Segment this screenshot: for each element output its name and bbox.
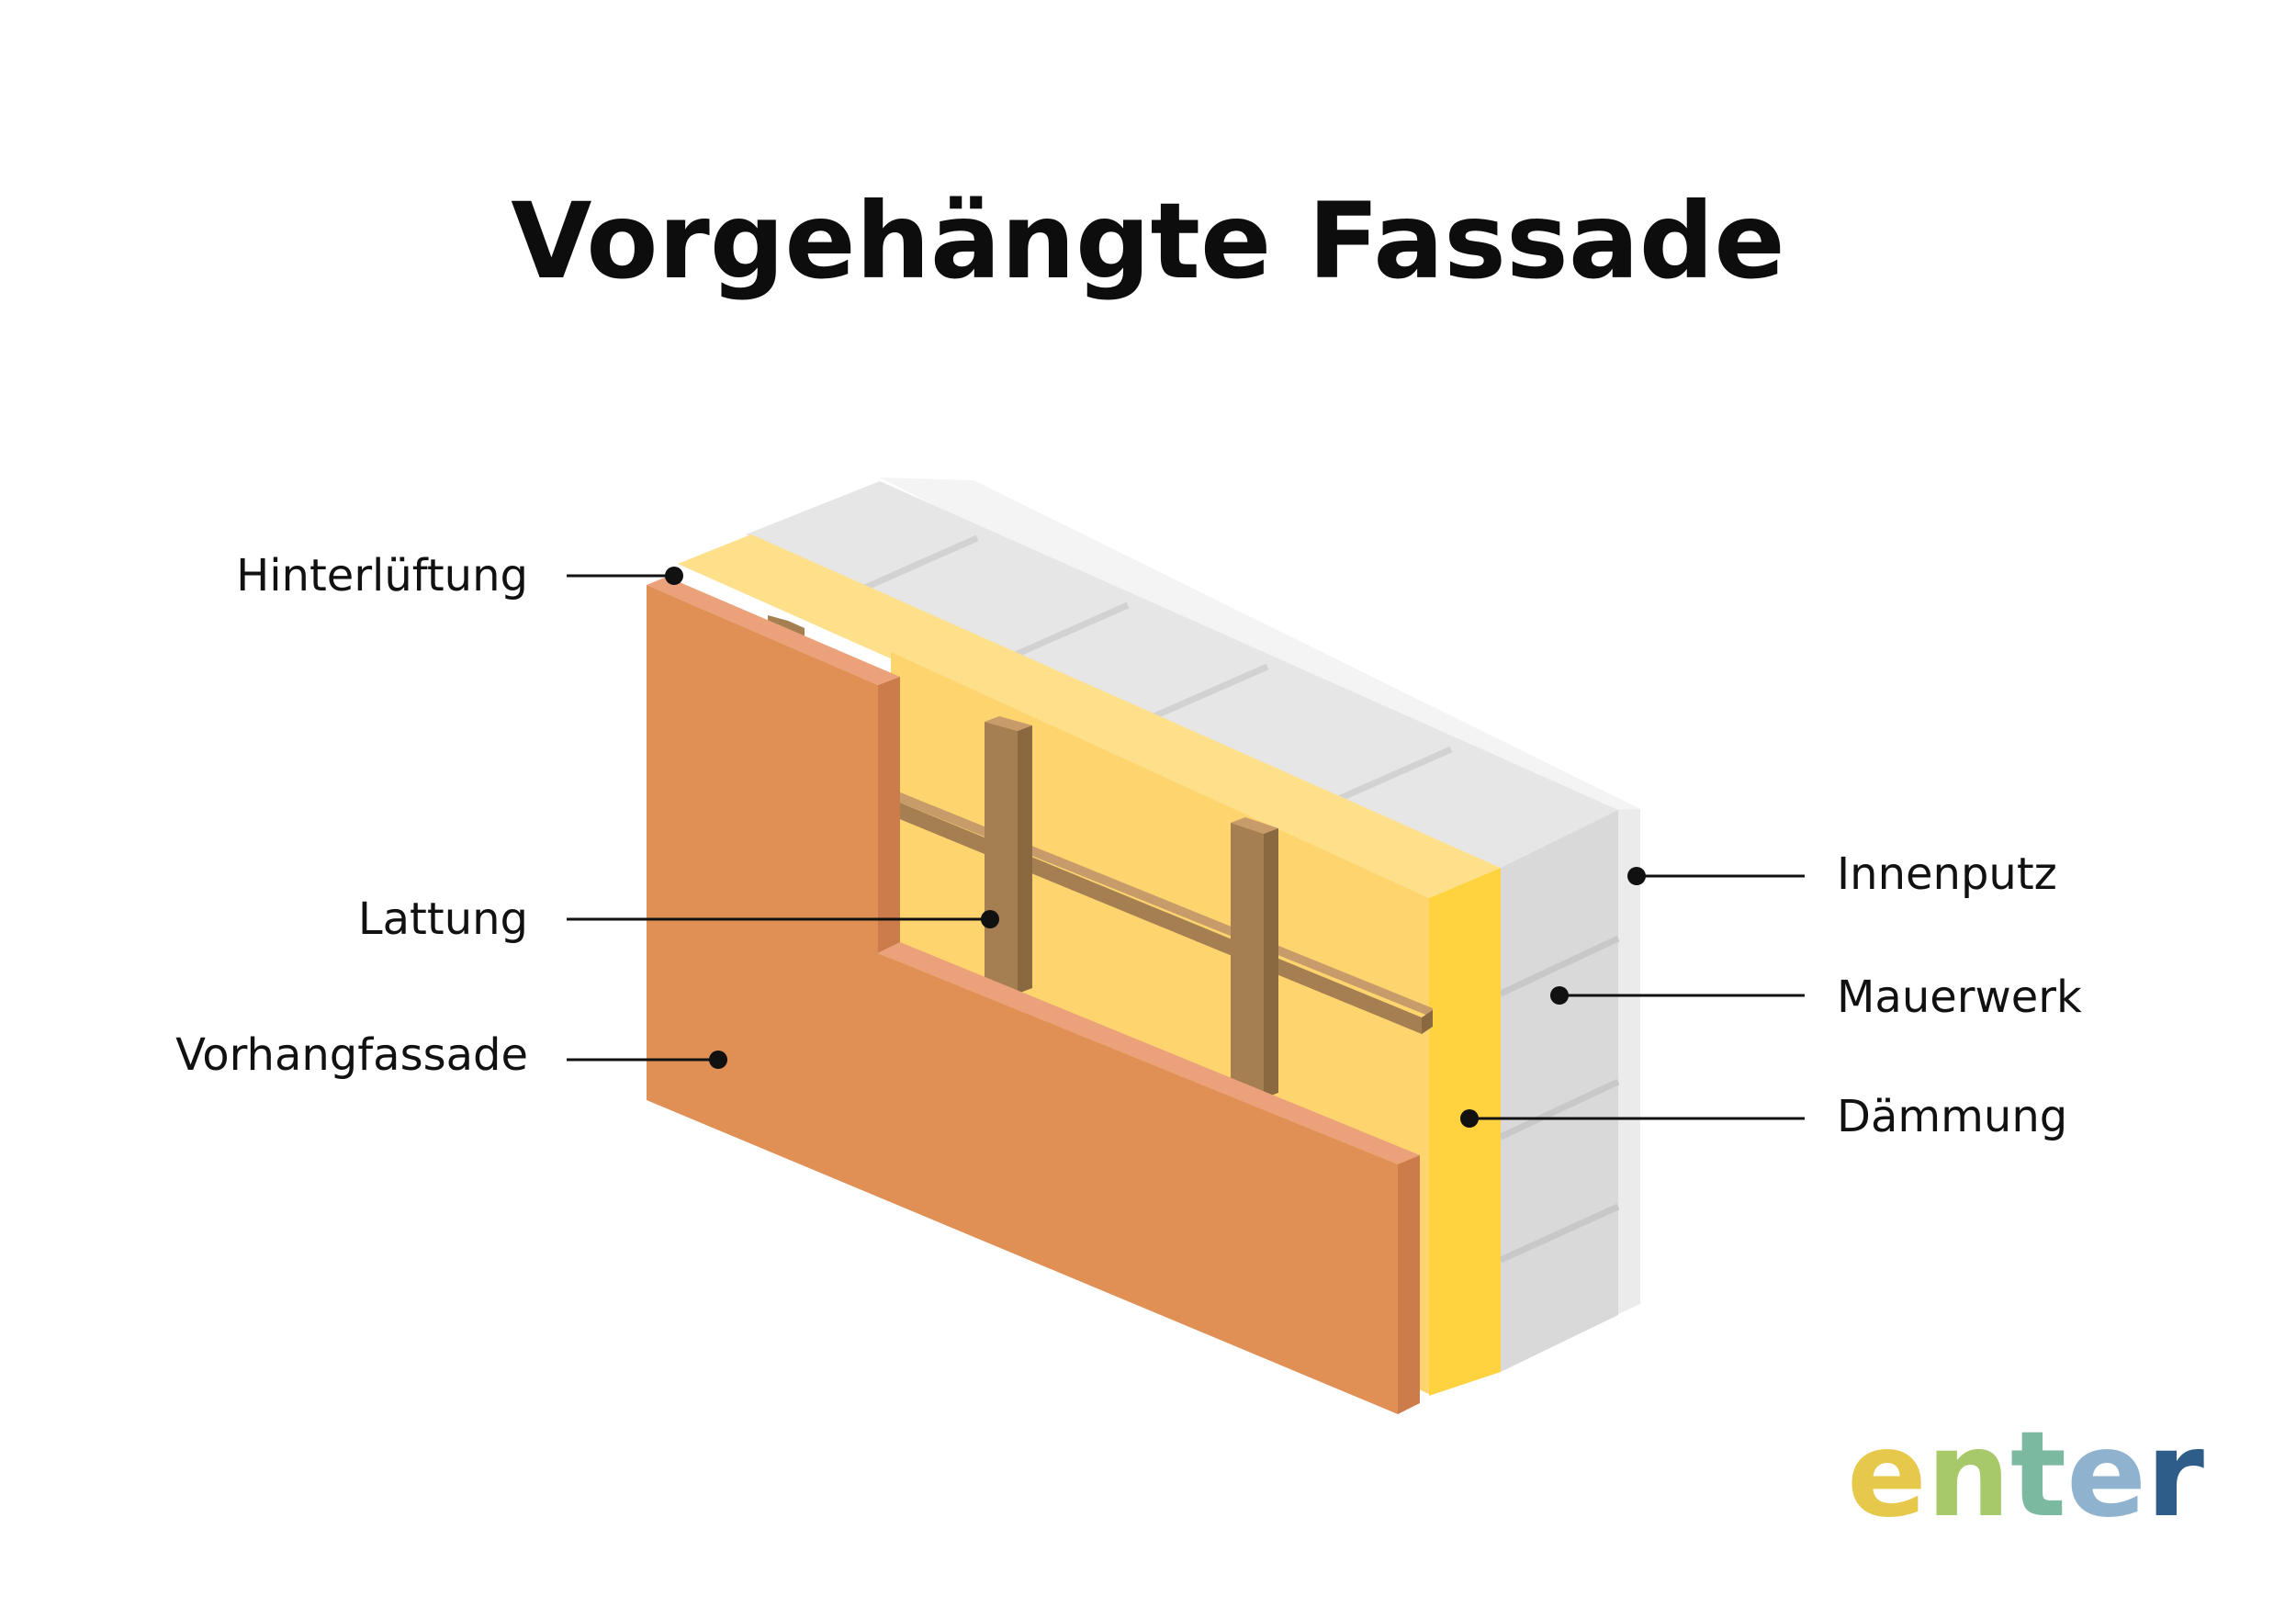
label-innenputz: Innenputz: [1837, 848, 2057, 900]
callout-hinterlueftung: Hinterlüftung: [236, 550, 683, 601]
enter-logo: enter: [1847, 1407, 2204, 1544]
callout-lattung: Lattung: [358, 893, 999, 945]
label-hinterlueftung: Hinterlüftung: [236, 550, 528, 601]
mauerwerk-layer: [746, 481, 1620, 1372]
callout-mauerwerk: Mauerwerk: [1550, 972, 2082, 1023]
label-lattung: Lattung: [358, 893, 528, 945]
marker-dot: [981, 910, 999, 928]
label-vorhangfassade: Vorhangfassade: [175, 1029, 528, 1081]
callout-vorhangfassade: Vorhangfassade: [175, 1029, 727, 1081]
vorhangfassade-cladding: [647, 577, 1420, 1414]
marker-dot: [709, 1051, 727, 1069]
page-title: Vorgehängte Fassade: [511, 180, 1784, 302]
label-mauerwerk: Mauerwerk: [1837, 972, 2082, 1023]
wall-illustration: [647, 478, 1640, 1414]
callout-daemmung: Dämmung: [1460, 1091, 2067, 1142]
label-daemmung: Dämmung: [1837, 1091, 2067, 1142]
marker-dot: [665, 567, 683, 585]
logo-letter: n: [1927, 1407, 2010, 1544]
logo-letter: t: [2010, 1407, 2066, 1544]
callout-innenputz: Innenputz: [1627, 848, 2057, 900]
logo-letter: e: [1847, 1407, 1927, 1544]
logo-letter: r: [2146, 1407, 2204, 1544]
logo-letter: e: [2066, 1407, 2146, 1544]
